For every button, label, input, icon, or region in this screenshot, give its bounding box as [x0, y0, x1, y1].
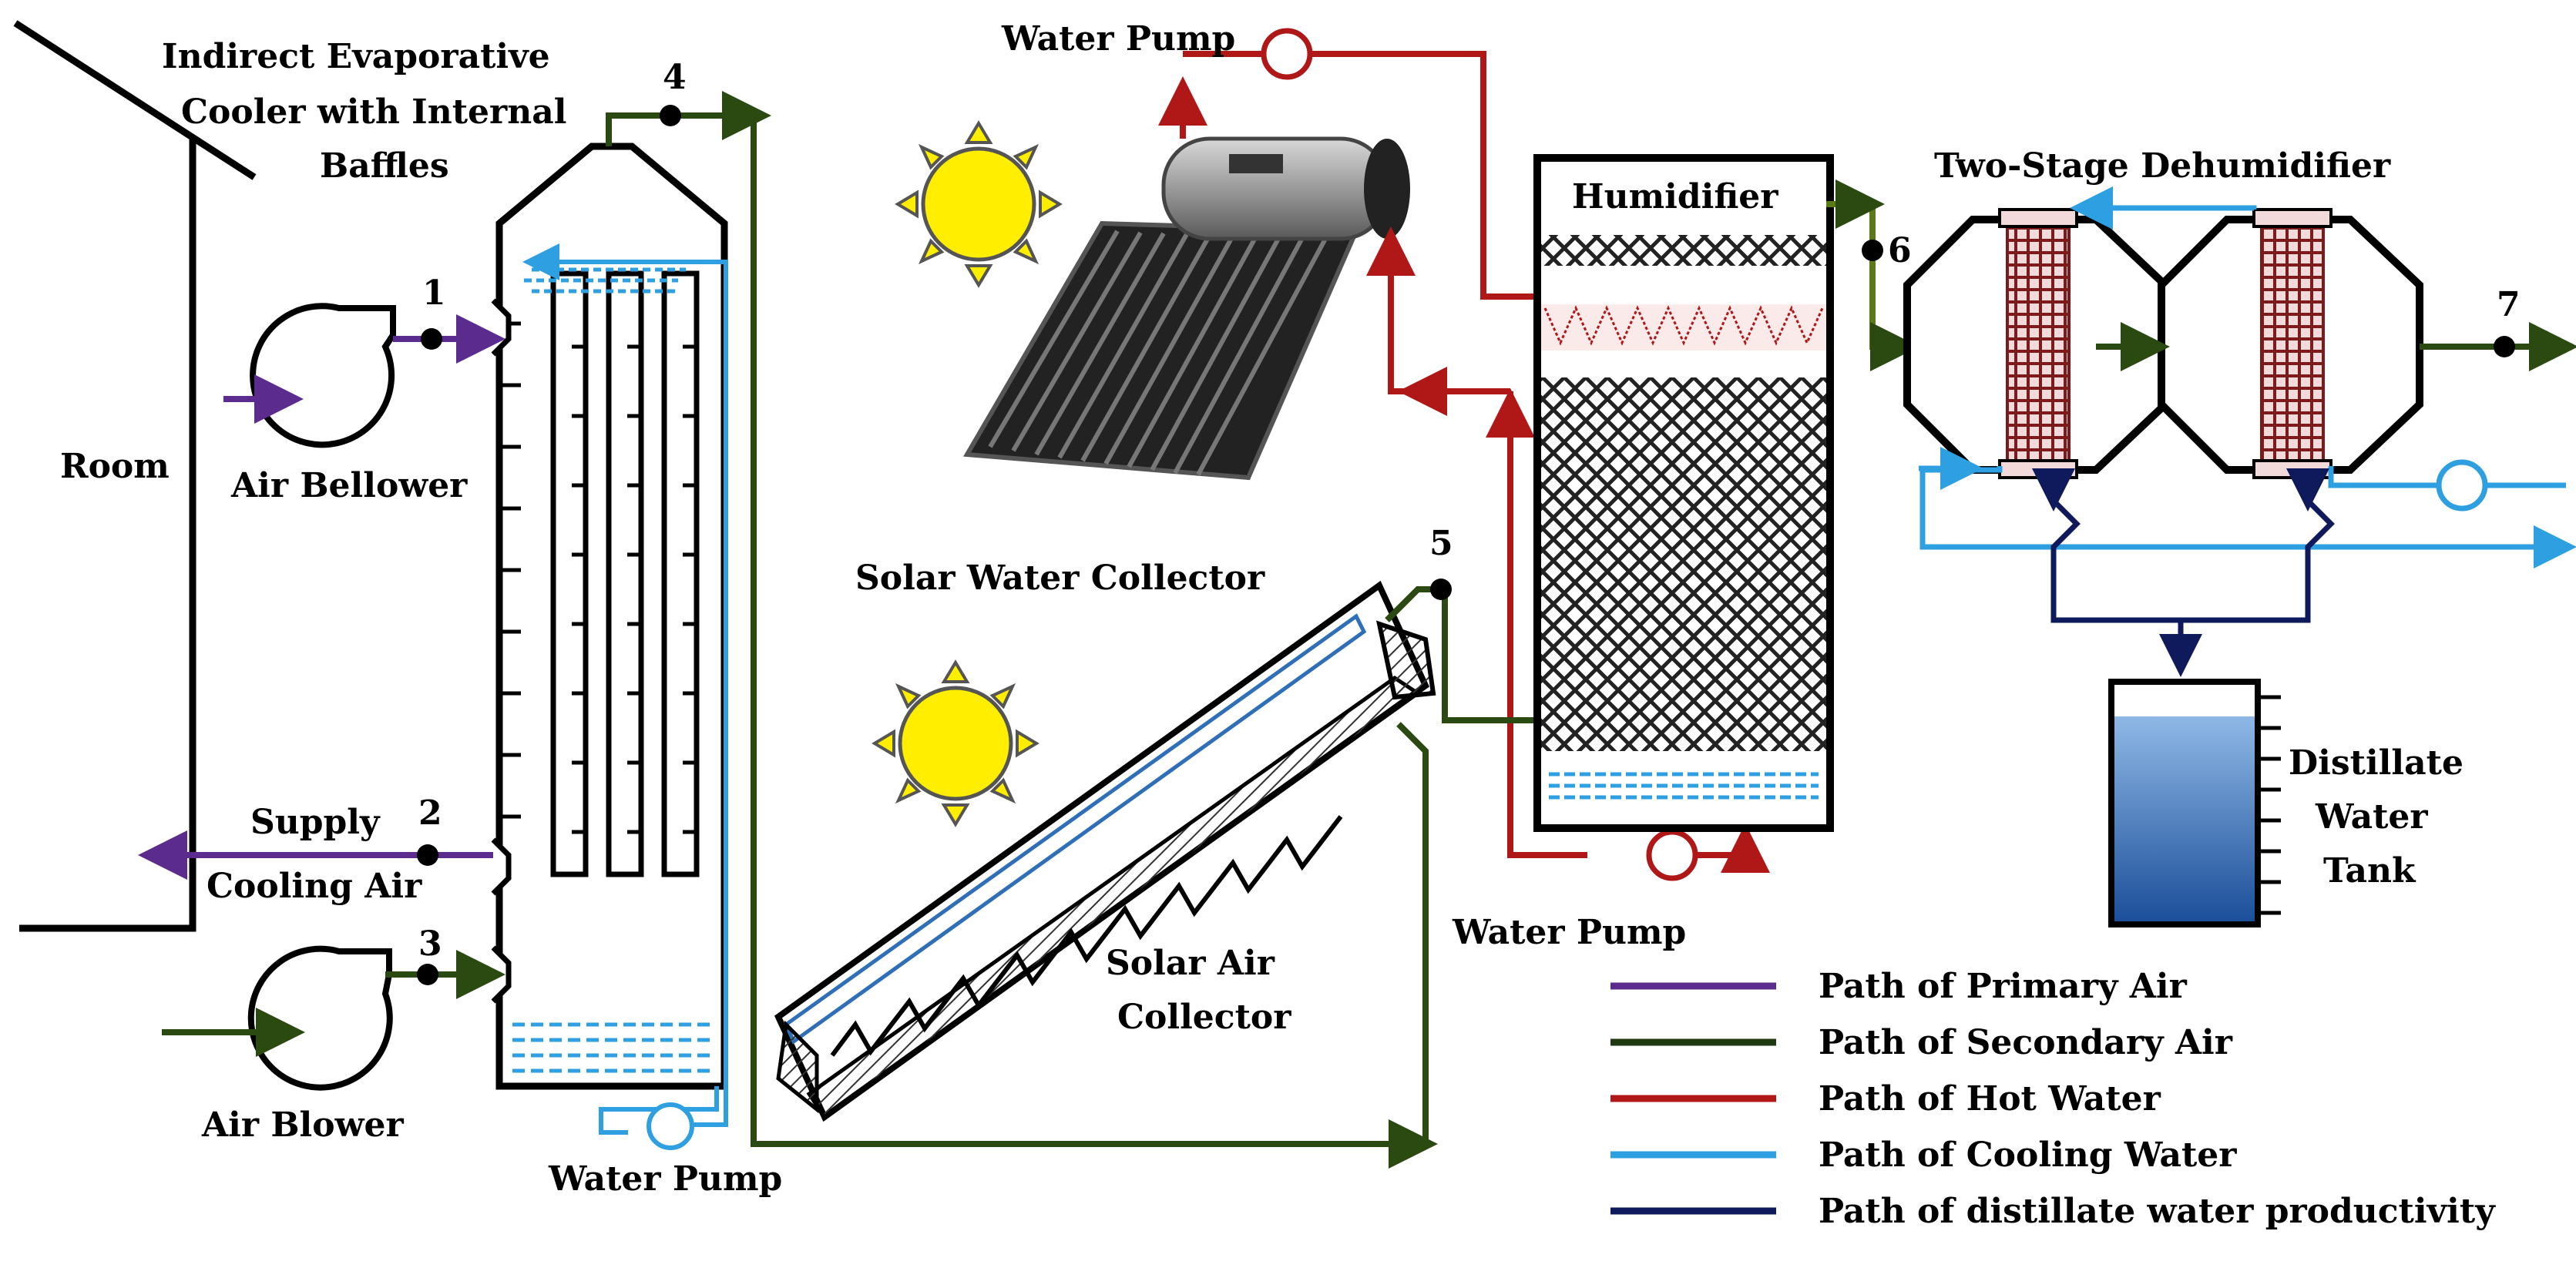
- state-point-1: 1: [421, 273, 446, 350]
- svg-text:5: 5: [1429, 524, 1453, 563]
- svg-text:4: 4: [663, 58, 687, 97]
- tank-label-2: Water: [2315, 797, 2428, 837]
- state-point-2: 2: [417, 793, 442, 866]
- air-blower-label: Air Blower: [201, 1105, 404, 1145]
- hot-water-pump-top: [1261, 28, 1313, 80]
- cooling-water-pump: [2436, 459, 2488, 512]
- legend-item-secondary-air: Path of Secondary Air: [1610, 1023, 2233, 1062]
- hot-water-pump-bottom: [1646, 829, 1698, 881]
- dehumidifier-stage-1: [1903, 208, 2169, 479]
- water-pump-top-label: Water Pump: [1001, 19, 1235, 59]
- supply-label-2: Cooling Air: [207, 867, 422, 906]
- solar-air-collector: [774, 580, 1436, 1122]
- legend-item-primary-air: Path of Primary Air: [1610, 967, 2188, 1006]
- air-bellower: [250, 303, 396, 448]
- state-point-6: 6: [1862, 231, 1912, 270]
- svg-text:Path of Secondary Air: Path of Secondary Air: [1819, 1023, 2233, 1062]
- evaporative-cooler: [491, 143, 728, 1090]
- cooler-water-pump-label: Water Pump: [548, 1159, 782, 1199]
- svg-text:Path of distillate water prod: Path of distillate water productivity: [1819, 1192, 2496, 1231]
- svg-text:1: 1: [422, 273, 446, 313]
- solar-air-label-1: Solar Air: [1106, 944, 1275, 983]
- room: [13, 20, 257, 932]
- humid-air-to-dehumidifier: [1826, 201, 1919, 371]
- solar-water-collector-label: Solar Water Collector: [855, 558, 1265, 598]
- supply-label-1: Supply: [250, 803, 381, 842]
- cooler-title-3: Baffles: [320, 146, 449, 186]
- dehumidifier-label: Two-Stage Dehumidifier: [1934, 146, 2391, 186]
- humidifier-label: Humidifier: [1572, 177, 1778, 216]
- sun-bottom: [872, 659, 1039, 827]
- legend-item-hot-water: Path of Hot Water: [1610, 1079, 2161, 1119]
- legend-item-distillate: Path of distillate water productivity: [1610, 1192, 2496, 1231]
- hot-water-return: [1366, 226, 1510, 394]
- svg-text:7: 7: [2497, 285, 2521, 324]
- legend-item-cooling-water: Path of Cooling Water: [1610, 1135, 2237, 1175]
- cooler-title-2: Cooler with Internal: [181, 92, 566, 132]
- cooling-water-out: [1919, 470, 2576, 569]
- humidifier: [1533, 154, 1834, 832]
- cooler-title-1: Indirect Evaporative: [162, 37, 550, 76]
- tank-label-1: Distillate: [2289, 743, 2463, 783]
- svg-text:Path of Primary Air: Path of Primary Air: [1819, 967, 2188, 1006]
- air-blower: [247, 945, 393, 1091]
- solar-air-label-2: Collector: [1117, 998, 1291, 1037]
- sun-top: [895, 120, 1063, 288]
- state-point-5: 5: [1429, 524, 1453, 600]
- svg-text:Path of Cooling Water: Path of Cooling Water: [1819, 1135, 2237, 1175]
- dehumidifier-stage-2: [2158, 208, 2423, 479]
- svg-text:3: 3: [418, 924, 442, 964]
- state-point-3: 3: [417, 924, 442, 985]
- secondary-air-duct: [751, 116, 1438, 1169]
- state-point-7: 7: [2494, 285, 2521, 357]
- cooler-water-pump: [647, 1102, 694, 1150]
- svg-text:2: 2: [418, 793, 442, 833]
- svg-text:6: 6: [1888, 231, 1912, 270]
- water-pump-humidifier-label: Water Pump: [1452, 913, 1686, 952]
- room-label: Room: [60, 447, 170, 486]
- solar-water-collector: [963, 136, 1410, 481]
- air-bellower-label: Air Bellower: [230, 466, 468, 505]
- state-point-4: 4: [660, 58, 687, 126]
- svg-text:Path of Hot Water: Path of Hot Water: [1819, 1079, 2161, 1119]
- tank-label-3: Tank: [2323, 851, 2416, 891]
- distillate-tank: [2108, 679, 2281, 927]
- legend: Path of Primary Air Path of Secondary Ai…: [1610, 967, 2496, 1231]
